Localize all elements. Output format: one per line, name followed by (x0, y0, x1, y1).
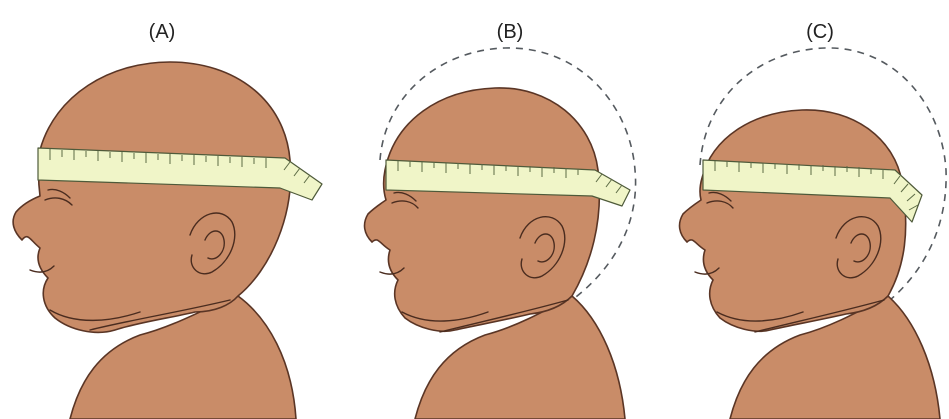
panel-a: (A) (13, 21, 322, 419)
panel-a-head (13, 62, 291, 332)
panel-b-head (365, 88, 600, 331)
panel-b-label: (B) (497, 21, 524, 43)
panel-c-label: (C) (806, 21, 834, 43)
panel-b: (B) (365, 21, 636, 419)
panel-c: (C) (680, 21, 947, 419)
panel-a-label: (A) (149, 21, 176, 43)
panel-c-head (680, 110, 906, 331)
